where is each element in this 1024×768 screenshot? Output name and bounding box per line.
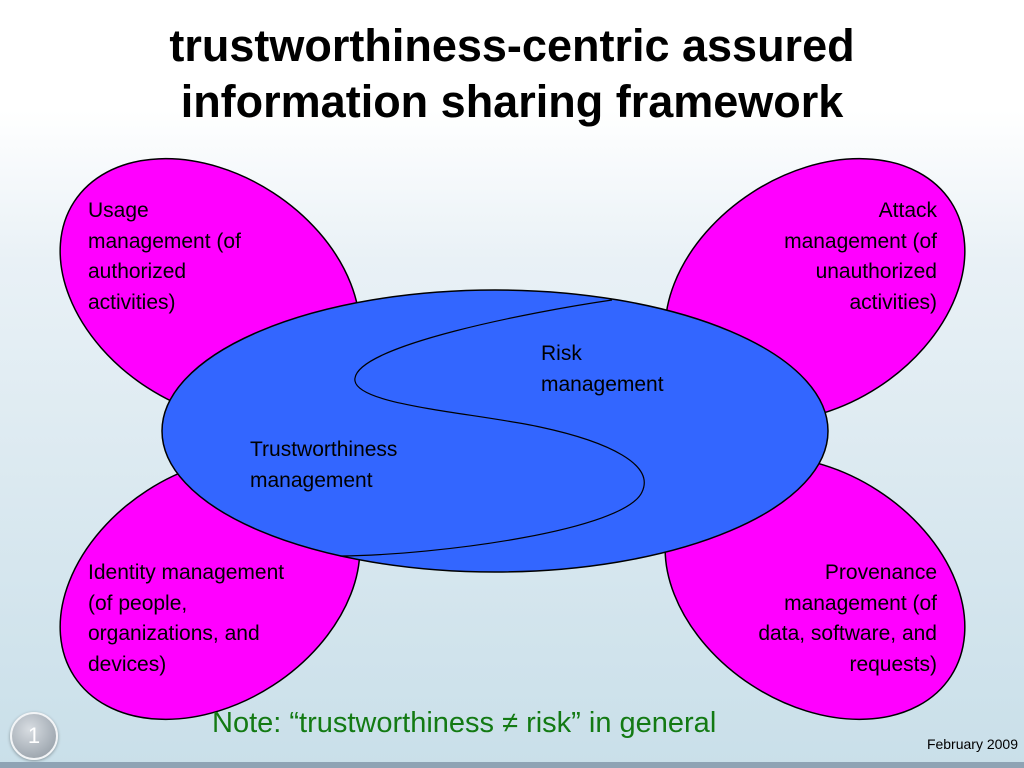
usage-label-line: authorized (88, 260, 187, 283)
provenance-label-line: requests) (849, 652, 937, 676)
s-curve-divider (339, 299, 645, 557)
identity-label-line: Identity management (88, 561, 285, 584)
footnote-text: Note: “trustworthiness ≠ risk” in genera… (212, 707, 717, 739)
provenance-label-line: Provenance (824, 561, 937, 584)
usage-label-line: activities) (88, 290, 176, 314)
provenance-label-line: data, software, and (758, 622, 937, 645)
risk-management-label: Risk management (541, 339, 664, 400)
attack-label-line: activities) (849, 290, 937, 314)
trust-label-line: Trustworthiness (250, 438, 398, 461)
usage-management-label: Usage management (of authorized activiti… (88, 196, 241, 318)
attack-management-label: Attack management (of unauthorized activ… (784, 196, 937, 318)
provenance-management-label: Provenance management (of data, software… (758, 558, 937, 680)
risk-label-line: management (541, 372, 664, 396)
slide-title: trustworthiness-centric assured informat… (0, 18, 1024, 130)
slide-title-line-2: information sharing framework (180, 76, 844, 127)
trust-label-line: management (250, 468, 373, 492)
identity-management-label: Identity management (of people, organiza… (88, 558, 284, 680)
attack-label-line: management (of (784, 229, 937, 253)
usage-label-line: management (of (88, 229, 241, 253)
usage-label-line: Usage (88, 199, 149, 222)
identity-label-line: organizations, and (88, 622, 260, 645)
identity-label-line: devices) (88, 652, 167, 676)
trustworthiness-management-label: Trustworthiness management (250, 435, 397, 496)
date-label: February 2009 (926, 736, 1018, 752)
attack-label-line: Attack (878, 199, 937, 222)
slide-number-badge: 1 (10, 712, 58, 760)
identity-label-line: (of people, (88, 591, 188, 615)
attack-label-line: unauthorized (815, 260, 937, 283)
footer-bar (0, 762, 1024, 768)
risk-label-line: Risk (541, 342, 582, 365)
center-ellipse (161, 289, 829, 573)
provenance-label-line: management (of (784, 591, 937, 615)
slide-title-line-1: trustworthiness-centric assured (169, 20, 855, 71)
